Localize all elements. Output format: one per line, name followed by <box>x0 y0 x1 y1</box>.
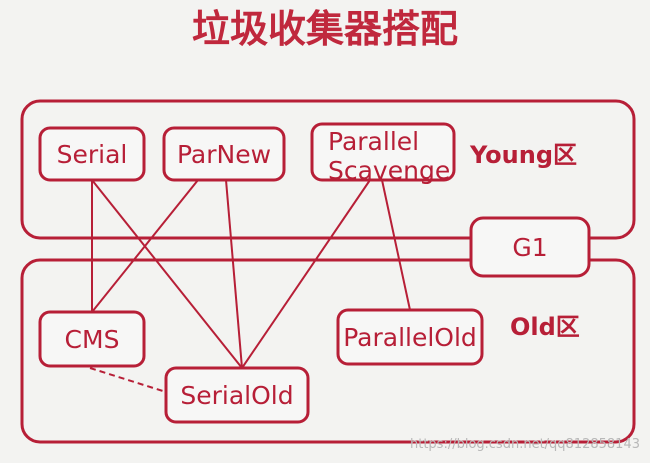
edge-parnew-cms <box>91 179 199 313</box>
node-parallelold: ParallelOld <box>336 308 484 366</box>
node-serial: Serial <box>38 126 146 182</box>
node-serial-label: Serial <box>57 140 128 169</box>
node-serialold: SerialOld <box>164 366 310 424</box>
page-title: 垃圾收集器搭配 <box>192 7 458 51</box>
node-parallel-scavenge: Parallel Scavenge <box>310 122 456 185</box>
edge-serial-serialold <box>91 179 243 369</box>
node-parallelold-label: ParallelOld <box>343 323 477 352</box>
node-parnew-label: ParNew <box>177 140 271 169</box>
node-cms-label: CMS <box>65 325 120 354</box>
young-region <box>20 99 636 240</box>
old-zone-label: Old区 <box>510 313 580 341</box>
node-parallel-scavenge-line2: Scavenge <box>328 156 450 185</box>
edge-scavenge-parallelold <box>381 179 411 311</box>
young-zone-label: Young区 <box>469 141 577 169</box>
node-parallel-scavenge-line1: Parallel <box>328 127 419 156</box>
node-cms: CMS <box>38 310 146 368</box>
node-g1-label: G1 <box>512 233 547 262</box>
edge-cms-serialold-dashed <box>89 367 167 393</box>
node-parnew: ParNew <box>162 126 286 182</box>
watermark-text: https://blog.csdn.net/qq812858143 <box>410 437 640 452</box>
edge-layer <box>89 179 411 393</box>
node-g1: G1 <box>469 216 591 278</box>
edge-scavenge-serialold <box>241 179 371 369</box>
edge-parnew-serialold <box>225 179 243 369</box>
old-region <box>20 258 636 444</box>
node-serialold-label: SerialOld <box>180 381 293 410</box>
